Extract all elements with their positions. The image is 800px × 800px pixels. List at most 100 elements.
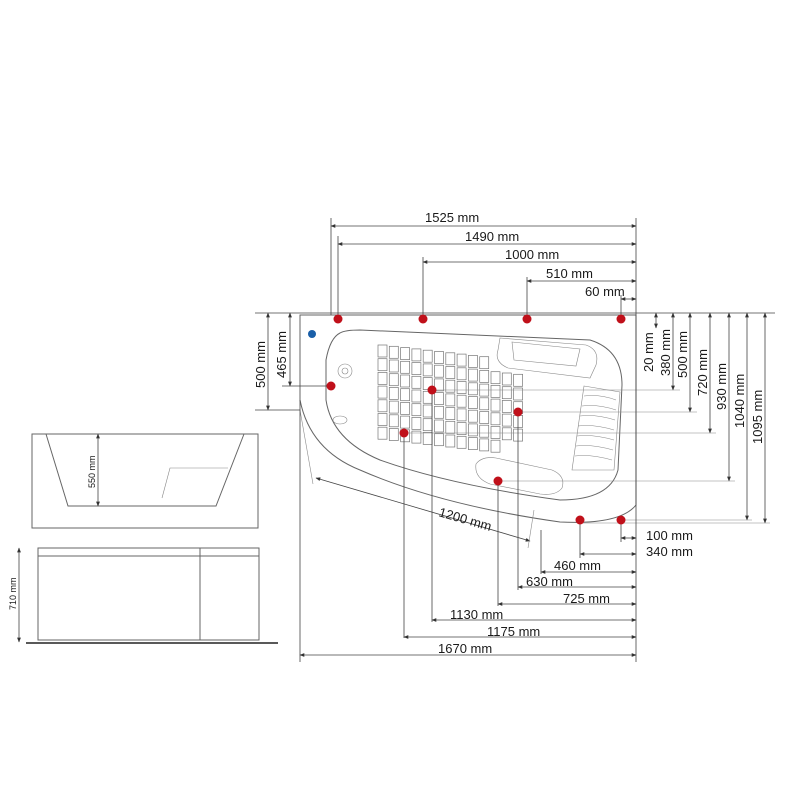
jet-position-dot bbox=[399, 428, 409, 438]
dim-1175: 1175 mm bbox=[487, 624, 540, 639]
massage-grid-cell bbox=[377, 399, 388, 413]
dim-725: 725 mm bbox=[563, 591, 610, 606]
massage-grid-cell bbox=[456, 435, 467, 449]
tub-outer-rim bbox=[299, 314, 637, 523]
massage-grid-cell bbox=[422, 349, 433, 363]
bottom-dimensions: 100 mm 340 mm 460 mm 630 mm 725 mm 1130 … bbox=[299, 315, 693, 662]
massage-grid-cell bbox=[400, 402, 410, 415]
massage-grid-cell bbox=[456, 408, 467, 422]
massage-grid-cell bbox=[490, 385, 501, 398]
dim-1525: 1525 mm bbox=[425, 210, 479, 225]
massage-grid-cell bbox=[468, 355, 478, 368]
massage-grid-cell bbox=[501, 400, 512, 413]
massage-grid-cell bbox=[400, 415, 410, 429]
dim-510: 510 mm bbox=[546, 266, 593, 281]
dim-60: 60 mm bbox=[585, 284, 625, 299]
massage-grid-cell bbox=[456, 381, 467, 394]
jet-markers bbox=[308, 314, 626, 525]
massage-grid-cell bbox=[445, 407, 456, 420]
massage-grid-cell bbox=[501, 372, 512, 386]
massage-grid-cell bbox=[422, 432, 433, 445]
headrest-upper-inner bbox=[511, 341, 581, 367]
dim-630: 630 mm bbox=[526, 574, 573, 589]
massage-grid-cell bbox=[411, 417, 422, 430]
massage-grid-cell bbox=[513, 373, 523, 387]
cross-section-view: 550 mm bbox=[31, 433, 259, 529]
jet-position-dot bbox=[513, 407, 523, 417]
right-dimensions: 20 mm 380 mm 500 mm 720 mm 930 mm 1040 m… bbox=[255, 312, 775, 524]
massage-grid-cell bbox=[388, 373, 399, 387]
massage-grid-cell bbox=[400, 360, 410, 374]
massage-grid-cell bbox=[388, 345, 399, 359]
jet-position-dot bbox=[326, 381, 336, 391]
cross-section-seat bbox=[161, 467, 228, 499]
dim-710: 710 mm bbox=[8, 577, 18, 610]
massage-grid-cell bbox=[490, 439, 501, 453]
massage-grid-cell bbox=[490, 398, 501, 412]
jet-position-dot bbox=[427, 385, 437, 395]
jet-position-dot bbox=[418, 314, 428, 324]
dim-460: 460 mm bbox=[554, 558, 601, 573]
dim-500r: 500 mm bbox=[675, 331, 690, 378]
massage-grid-cell bbox=[468, 423, 478, 437]
massage-grid-cell bbox=[422, 418, 433, 432]
massage-grid-cell bbox=[490, 426, 501, 439]
dim-930: 930 mm bbox=[714, 363, 729, 410]
cross-section-frame bbox=[31, 433, 259, 529]
dim-550: 550 mm bbox=[87, 455, 97, 488]
massage-grid-cell bbox=[445, 393, 456, 407]
massage-grid-cell bbox=[445, 352, 456, 366]
massage-grid-cell bbox=[468, 437, 478, 450]
massage-grid-cell bbox=[479, 356, 490, 370]
massage-grid-cell bbox=[468, 368, 478, 382]
massage-grid-cell bbox=[468, 382, 478, 396]
massage-grid-cell bbox=[377, 358, 388, 372]
dim-1000: 1000 mm bbox=[505, 247, 559, 262]
jet-position-dot bbox=[616, 314, 626, 324]
jet-position-dot bbox=[616, 515, 626, 525]
massage-grid-cell bbox=[434, 378, 444, 392]
massage-grid-cell bbox=[445, 366, 456, 379]
front-elevation-view: 710 mm bbox=[8, 547, 278, 644]
jet-position-dot bbox=[575, 515, 585, 525]
massage-grid-cell bbox=[377, 426, 388, 440]
massage-grid-cell bbox=[400, 347, 410, 360]
massage-grid-cell bbox=[411, 348, 422, 362]
massage-grid-cell bbox=[468, 409, 478, 423]
massage-grid bbox=[377, 344, 523, 453]
massage-grid-cell bbox=[388, 428, 399, 441]
drain-position-dot bbox=[308, 330, 316, 338]
dim-100: 100 mm bbox=[646, 528, 693, 543]
handle-fitting bbox=[332, 415, 348, 425]
massage-grid-cell bbox=[434, 405, 444, 419]
massage-grid-cell bbox=[388, 400, 399, 414]
massage-grid-cell bbox=[400, 374, 410, 388]
tub-inner-basin bbox=[325, 329, 623, 501]
massage-grid-cell bbox=[479, 370, 490, 383]
jet-position-dot bbox=[493, 476, 503, 486]
massage-grid-cell bbox=[377, 413, 388, 426]
massage-grid-cell bbox=[456, 353, 467, 367]
massage-grid-cell bbox=[388, 359, 399, 373]
massage-grid-cell bbox=[445, 420, 456, 434]
massage-grid-cell bbox=[490, 412, 501, 426]
massage-grid-cell bbox=[445, 379, 456, 393]
jet-position-dot bbox=[522, 314, 532, 324]
massage-grid-cell bbox=[400, 388, 410, 402]
front-panel bbox=[37, 547, 260, 641]
massage-grid-cell bbox=[434, 419, 444, 433]
massage-grid-cell bbox=[445, 434, 456, 448]
dim-1040: 1040 mm bbox=[732, 374, 747, 428]
massage-grid-cell bbox=[479, 424, 490, 438]
dim-380: 380 mm bbox=[658, 329, 673, 376]
dim-340: 340 mm bbox=[646, 544, 693, 559]
headrest-upper bbox=[496, 337, 598, 379]
massage-grid-cell bbox=[422, 363, 433, 377]
massage-grid-cell bbox=[411, 430, 422, 444]
massage-grid-cell bbox=[434, 392, 444, 405]
massage-grid-cell bbox=[479, 397, 490, 411]
massage-grid-cell bbox=[434, 433, 444, 447]
dim-500l: 500 mm bbox=[253, 341, 268, 388]
dim-1670: 1670 mm bbox=[438, 641, 492, 656]
massage-grid-cell bbox=[468, 396, 478, 409]
